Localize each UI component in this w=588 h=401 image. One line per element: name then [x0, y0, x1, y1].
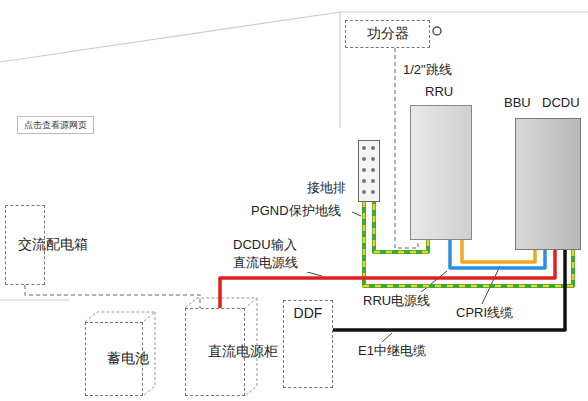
callout-label: DCDU输入 直流电源线: [232, 236, 312, 272]
callout-label: CPRI线缆: [455, 304, 514, 322]
battery-top: [85, 298, 257, 396]
source-link-note: 点击查看源网页: [17, 116, 94, 134]
node-label: RRU: [425, 84, 453, 99]
ground-bar: 接地排: [358, 140, 380, 202]
node-label: 直流电源柜: [208, 344, 222, 359]
callout-label: PGND保护地线: [250, 202, 342, 220]
ac-cable: [25, 285, 200, 308]
dc-power-cabinet: 直流电源柜: [185, 308, 245, 396]
callout-label: E1中继电缆: [357, 342, 427, 360]
node-label: BBU: [504, 95, 531, 110]
node-label: DCDU: [542, 95, 580, 110]
node-label: 功分器: [367, 25, 409, 43]
rru-unit: RRU: [410, 105, 472, 240]
bar-holes: [359, 141, 378, 200]
ac-distribution-box: 交流配电箱: [5, 205, 45, 285]
e1-cable: [333, 250, 565, 330]
connector-port: [433, 27, 441, 35]
callout-label: RRU电源线: [362, 292, 431, 310]
node-label: 蓄电池: [107, 351, 121, 366]
node-label: 接地排: [307, 179, 346, 197]
node-label: DDF: [294, 305, 323, 321]
ddf-frame: DDF: [283, 300, 333, 388]
splitter-box: 功分器: [345, 20, 430, 48]
bbu-cabinet: BBUDCDU: [515, 118, 581, 250]
room-walls: [0, 12, 588, 300]
node-label: 交流配电箱: [18, 237, 32, 252]
callout-label: 1/2"跳线: [402, 61, 453, 79]
battery-box: 蓄电池: [85, 322, 143, 396]
